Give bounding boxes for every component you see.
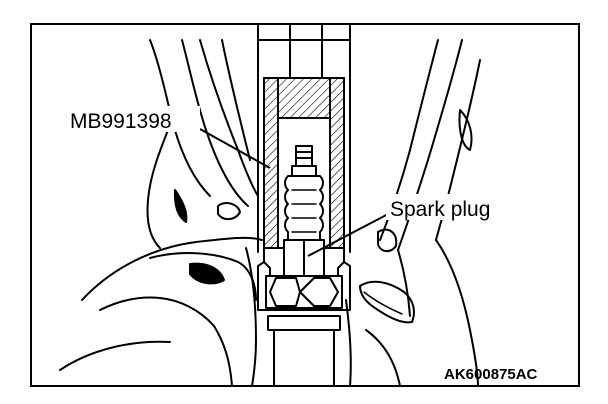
part-label: Spark plug <box>390 198 490 221</box>
socket-hex <box>257 247 351 386</box>
tool-shaft <box>257 24 351 253</box>
tool-label: MB991398 <box>70 110 172 133</box>
part-leader-line <box>307 211 393 257</box>
figure-code: AK600875AC <box>444 366 538 383</box>
left-casting <box>59 39 263 386</box>
spark-plug <box>283 145 325 277</box>
tool-leader-line <box>199 128 271 169</box>
